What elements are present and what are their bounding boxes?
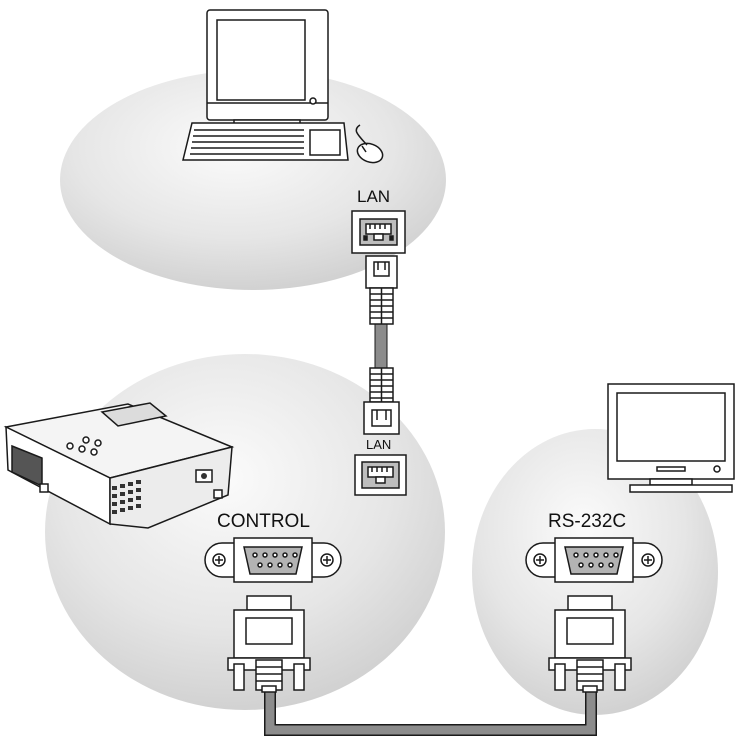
rj45-port-icon xyxy=(351,210,406,254)
projector-icon xyxy=(3,402,235,529)
lan-projector-label: LAN xyxy=(366,437,391,452)
lan-top-label: LAN xyxy=(357,187,390,206)
rs232c-label: RS-232C xyxy=(548,511,626,532)
rj45-plug-icon xyxy=(365,255,398,325)
flat-panel-display-icon xyxy=(607,383,735,493)
rj45-port-icon xyxy=(354,454,407,496)
rj45-plug-icon xyxy=(363,367,400,435)
computer-zone xyxy=(60,70,446,290)
desktop-computer-icon xyxy=(182,9,384,164)
control-label: CONTROL xyxy=(217,511,310,532)
db9-serial-plug-icon xyxy=(227,595,311,693)
db9-serial-port-icon xyxy=(204,537,342,583)
db9-serial-port-icon xyxy=(525,537,663,583)
lan-cable xyxy=(374,319,388,373)
db9-serial-plug-icon xyxy=(548,595,632,693)
